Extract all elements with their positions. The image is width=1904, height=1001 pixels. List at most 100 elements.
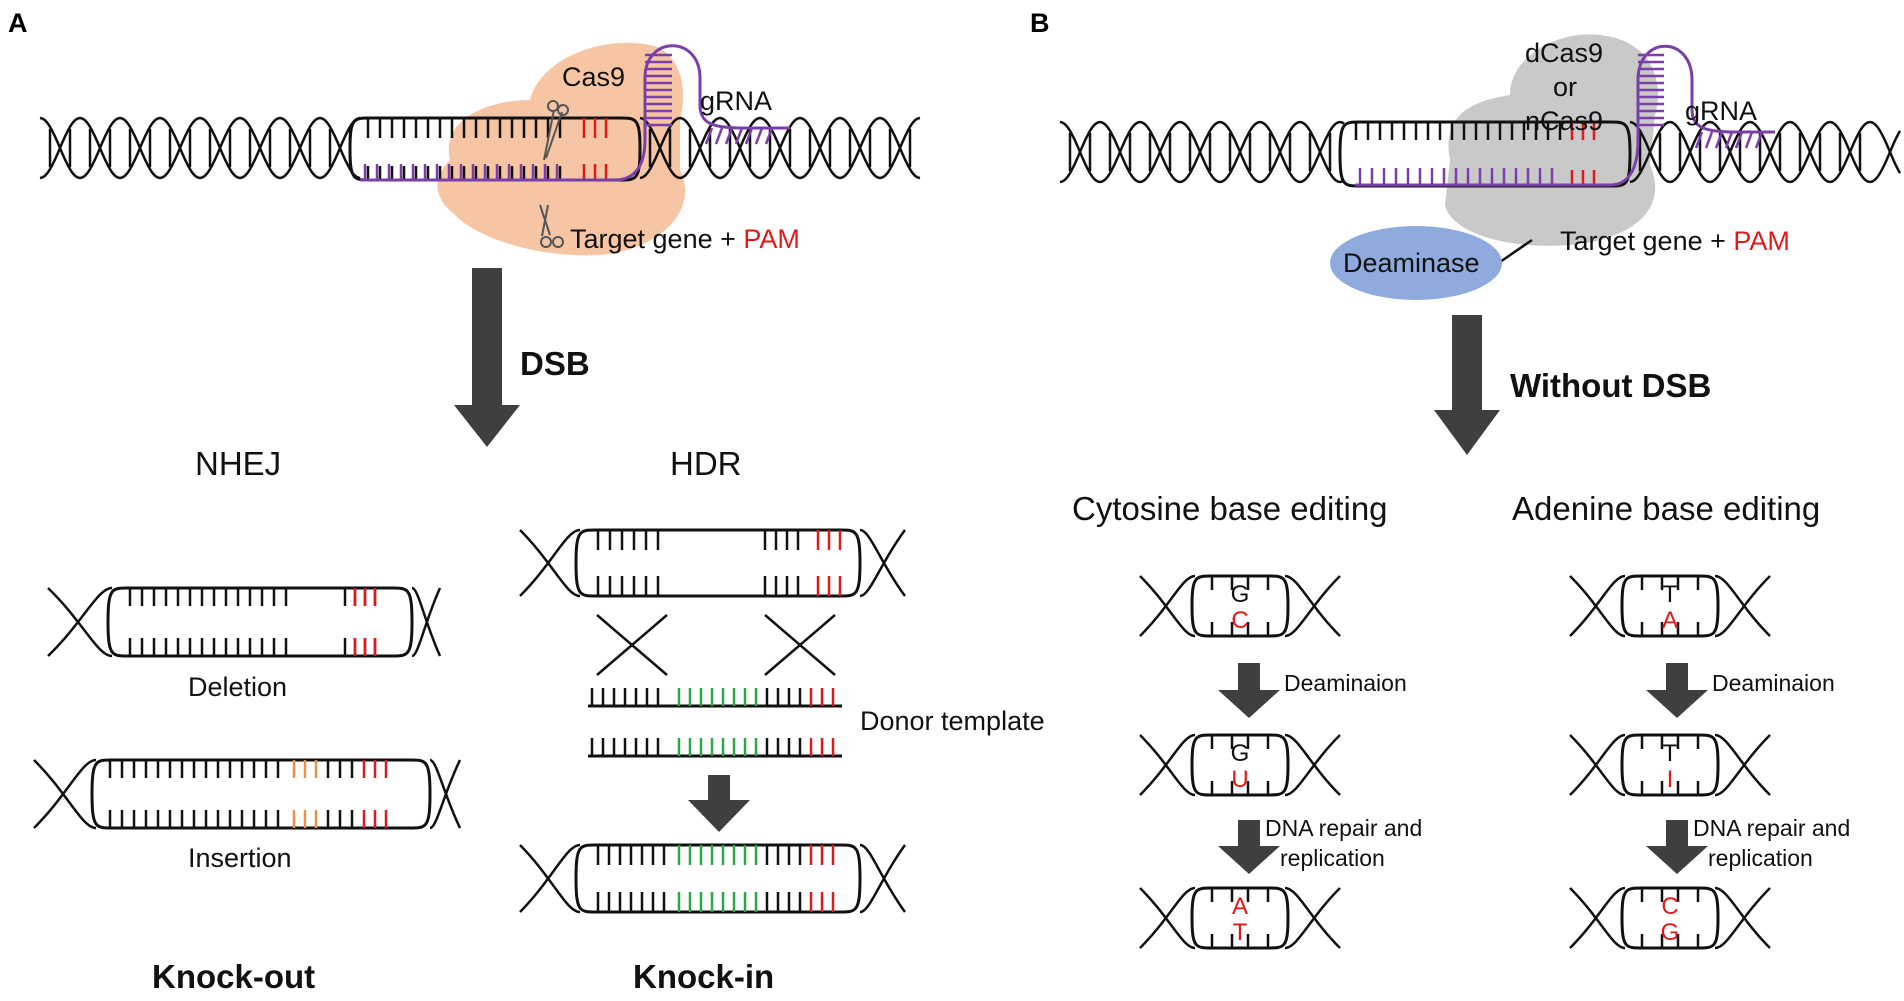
grna-tick <box>734 127 744 145</box>
dna-strand <box>1059 120 1345 184</box>
dna-strand <box>1284 886 1341 949</box>
dsb-arrow <box>454 268 520 447</box>
base-letter-bottom: G <box>1661 919 1680 946</box>
scissors-icon <box>543 100 569 161</box>
dcas9-label-line3: nCas9 <box>1525 106 1603 136</box>
panel-b-grna-label: gRNA <box>1685 96 1757 126</box>
deaminase-protein <box>1330 226 1502 300</box>
deletion-label: Deletion <box>188 672 287 702</box>
panel-a-pam-text: PAM <box>743 224 800 254</box>
base-letter-top: T <box>1663 740 1678 767</box>
dna-strand <box>1139 886 1196 949</box>
dna-strand <box>859 843 907 913</box>
cbe-title: Cytosine base editing <box>1072 490 1388 527</box>
base-letter-top: A <box>1232 893 1248 920</box>
dna-strand <box>1629 120 1902 184</box>
grna-tick <box>1704 131 1714 149</box>
abe-repair-arrow <box>1646 820 1708 874</box>
grna-tick <box>1724 131 1734 149</box>
panel-b-target-dna <box>1059 120 1902 188</box>
base-unit: GU <box>1139 733 1341 797</box>
grna-tick <box>714 127 724 145</box>
dna-strand <box>519 844 581 914</box>
dna-strand <box>519 528 581 597</box>
base-letter-top: G <box>1231 740 1250 767</box>
dna-bubble <box>574 843 862 914</box>
deaminase-label: Deaminase <box>1343 248 1480 278</box>
dna-strand <box>33 758 97 829</box>
dna-strand <box>429 758 462 829</box>
dna-strand <box>1714 575 1771 638</box>
grna-tick <box>704 127 714 145</box>
dna-strand <box>1569 575 1626 638</box>
cbe-deamination-arrow <box>1218 663 1280 718</box>
dcas9-protein <box>1445 34 1658 246</box>
dna-strand <box>33 759 97 830</box>
dna-bubble <box>1620 886 1720 950</box>
dcas9-label-line1: dCas9 <box>1525 38 1603 68</box>
dna-strand <box>47 586 113 657</box>
dna-strand <box>519 529 581 598</box>
grna-tick <box>1714 131 1724 149</box>
dna-strand <box>1629 120 1902 184</box>
knock-in-dna <box>519 843 907 914</box>
dna-strand <box>1569 734 1626 797</box>
panel-a-grna <box>360 44 790 182</box>
dna-strand <box>1284 887 1341 950</box>
grna-tick <box>1694 131 1704 149</box>
grna-tick <box>754 127 764 145</box>
dna-strand <box>1284 733 1341 796</box>
dna-bubble <box>574 528 862 598</box>
base-unit: AT <box>1139 886 1341 950</box>
grna-tick <box>744 127 754 145</box>
cbe-deamination-label: Deaminaion <box>1284 670 1407 696</box>
grna-tick <box>1754 131 1764 149</box>
panel-a-target-text: Target gene + <box>570 224 743 254</box>
panel-b-target-label: Target gene + PAM <box>1560 226 1790 256</box>
crossover-marks <box>596 614 836 676</box>
dna-strand <box>859 844 907 914</box>
hdr-arrow <box>688 775 750 832</box>
nhej-title: NHEJ <box>195 445 281 482</box>
abe-deamination-arrow <box>1646 663 1708 718</box>
cbe-repair-label-1: DNA repair and <box>1265 815 1422 841</box>
cas9-label: Cas9 <box>562 62 625 92</box>
cas9-protein <box>437 42 686 256</box>
abe-deamination-label: Deaminaion <box>1712 670 1835 696</box>
insertion-dna <box>33 758 462 830</box>
panel-b-letter: B <box>1030 8 1050 38</box>
base-letter-bottom: C <box>1231 607 1248 634</box>
abe-repair-label-2: replication <box>1708 845 1813 871</box>
base-letter-top: T <box>1663 581 1678 608</box>
deletion-dna <box>47 586 442 658</box>
insertion-label: Insertion <box>188 843 292 873</box>
dna-strand <box>411 586 442 657</box>
dcas9-label-line2: or <box>1553 72 1577 102</box>
dna-bubble <box>1338 120 1632 188</box>
dna-strand <box>39 116 361 180</box>
dna-strand <box>411 587 442 658</box>
grna-tick <box>1734 131 1744 149</box>
dna-strand <box>1714 733 1771 796</box>
base-unit: CG <box>1569 886 1771 950</box>
base-letter-bottom: U <box>1231 766 1248 793</box>
abe-repair-label-1: DNA repair and <box>1693 815 1850 841</box>
dna-strand <box>1569 887 1626 950</box>
dna-bubble <box>106 586 414 658</box>
cbe-steps: G C GU AT <box>1139 574 1341 950</box>
without-dsb-arrow <box>1434 315 1500 455</box>
dna-strand <box>519 843 581 913</box>
base-letter-bottom: A <box>1662 607 1678 634</box>
grna-tick <box>764 127 774 145</box>
without-dsb-label: Without DSB <box>1510 367 1711 404</box>
dna-strand <box>1714 574 1771 637</box>
dna-strand <box>1569 733 1626 796</box>
dna-bubble <box>1190 574 1290 638</box>
dna-strand <box>1714 887 1771 950</box>
dna-strand <box>1284 575 1341 638</box>
panel-a-grna-label: gRNA <box>700 86 772 116</box>
dna-bubble <box>90 758 432 830</box>
cbe-repair-label-2: replication <box>1280 845 1385 871</box>
dna-bubble <box>1190 886 1290 950</box>
